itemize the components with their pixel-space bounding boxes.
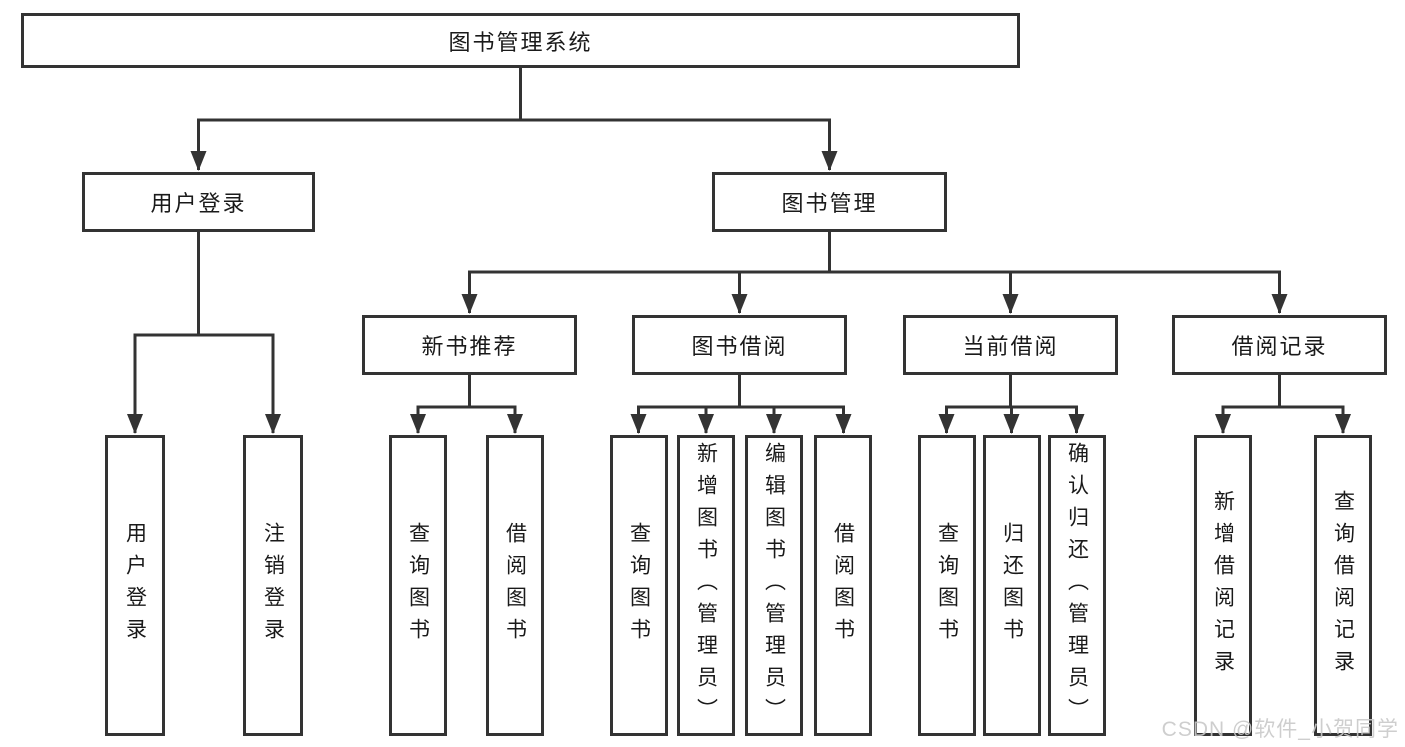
node-borrow-record-label: 借阅记录 — [1231, 334, 1328, 359]
leaf-nbr-borrow-books: 借阅图书 — [486, 435, 544, 736]
edge-group-user-login — [127, 232, 281, 434]
edge-group-current-borrow — [938, 375, 1085, 434]
leaf-cb-return-books: 归还图书 — [983, 435, 1041, 736]
node-current-borrow-label: 当前借阅 — [962, 334, 1059, 359]
leaf-user-login-label: 用户登录 — [123, 521, 147, 650]
leaf-br-add-record-label: 新增借阅记录 — [1211, 489, 1235, 682]
leaf-nbr-borrow-books-label: 借阅图书 — [503, 521, 527, 650]
node-book-mgmt-label: 图书管理 — [781, 191, 878, 216]
leaf-logout: 注销登录 — [243, 435, 303, 736]
leaf-br-query-record-label: 查询借阅记录 — [1331, 489, 1355, 682]
leaf-user-login: 用户登录 — [105, 435, 165, 736]
leaf-cb-confirm-return-admin-label: 确认归还（管理员） — [1065, 441, 1089, 730]
node-current-borrow: 当前借阅 — [903, 315, 1118, 375]
edge-group-book-borrow — [630, 375, 852, 434]
leaf-bb-edit-books-admin-label: 编辑图书（管理员） — [762, 441, 786, 730]
node-book-borrow-label: 图书借阅 — [691, 334, 788, 359]
leaf-bb-query-books: 查询图书 — [610, 435, 668, 736]
node-root-label: 图书管理系统 — [448, 29, 593, 55]
node-new-book-rec-label: 新书推荐 — [421, 334, 518, 359]
node-root: 图书管理系统 — [21, 13, 1020, 68]
node-book-borrow: 图书借阅 — [632, 315, 847, 375]
leaf-cb-query-books: 查询图书 — [918, 435, 976, 736]
node-book-mgmt: 图书管理 — [712, 172, 947, 232]
node-new-book-rec: 新书推荐 — [362, 315, 577, 375]
leaf-br-add-record: 新增借阅记录 — [1194, 435, 1252, 736]
leaf-bb-add-books-admin: 新增图书（管理员） — [677, 435, 735, 736]
leaf-cb-return-books-label: 归还图书 — [1000, 521, 1024, 650]
leaf-br-query-record: 查询借阅记录 — [1314, 435, 1372, 736]
leaf-bb-query-books-label: 查询图书 — [627, 521, 651, 650]
edge-group-root — [190, 68, 838, 171]
leaf-bb-borrow-books-label: 借阅图书 — [831, 521, 855, 650]
leaf-bb-borrow-books: 借阅图书 — [814, 435, 872, 736]
leaf-logout-label: 注销登录 — [261, 521, 285, 650]
watermark-text: CSDN @软件_小贺同学 — [1161, 718, 1399, 741]
node-user-login-label: 用户登录 — [150, 191, 247, 216]
leaf-bb-edit-books-admin: 编辑图书（管理员） — [745, 435, 803, 736]
edge-group-borrow-record — [1215, 375, 1351, 434]
leaf-bb-add-books-admin-label: 新增图书（管理员） — [694, 441, 718, 730]
edge-group-book-mgmt — [461, 232, 1288, 314]
node-borrow-record: 借阅记录 — [1172, 315, 1387, 375]
edge-group-new-book-rec — [410, 375, 523, 434]
leaf-cb-query-books-label: 查询图书 — [935, 521, 959, 650]
leaf-cb-confirm-return-admin: 确认归还（管理员） — [1048, 435, 1106, 736]
node-user-login: 用户登录 — [82, 172, 315, 232]
leaf-nbr-query-books: 查询图书 — [389, 435, 447, 736]
leaf-nbr-query-books-label: 查询图书 — [406, 521, 430, 650]
